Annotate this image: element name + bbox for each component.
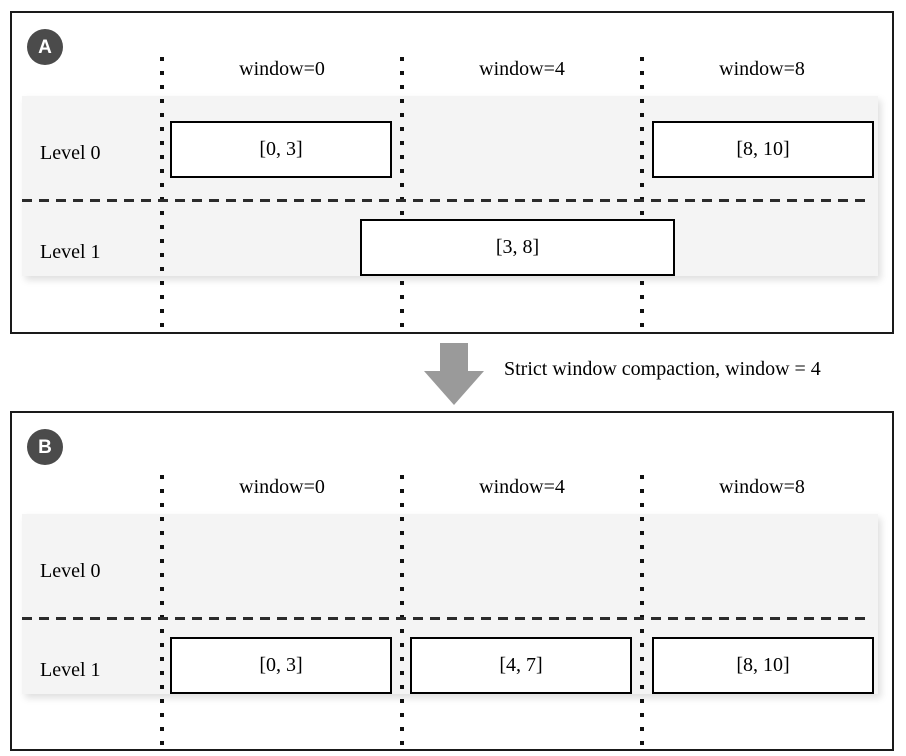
column-header-window-0: window=0 bbox=[239, 58, 325, 80]
column-header-window-0: window=0 bbox=[239, 476, 325, 498]
run-box[interactable]: [8, 10] bbox=[652, 637, 874, 694]
row-label-level-0: Level 0 bbox=[40, 142, 101, 164]
column-divider-0 bbox=[160, 57, 164, 329]
panel-b-badge: B bbox=[27, 429, 63, 465]
column-header-window-8: window=8 bbox=[719, 58, 805, 80]
down-arrow-icon bbox=[424, 343, 484, 405]
column-header-window-4: window=4 bbox=[479, 58, 565, 80]
arrow-head bbox=[424, 371, 484, 405]
panel-a: A window=0 window=4 window=8 Level 0 Lev… bbox=[10, 11, 894, 334]
arrow-shaft bbox=[440, 343, 468, 373]
row-label-level-0: Level 0 bbox=[40, 560, 101, 582]
column-divider-4 bbox=[400, 57, 404, 329]
run-box[interactable]: [0, 3] bbox=[170, 121, 392, 178]
column-header-window-4: window=4 bbox=[479, 476, 565, 498]
column-divider-0 bbox=[160, 475, 164, 747]
run-box[interactable]: [4, 7] bbox=[410, 637, 632, 694]
column-header-window-8: window=8 bbox=[719, 476, 805, 498]
column-divider-8 bbox=[640, 475, 644, 747]
panel-a-badge: A bbox=[27, 29, 63, 65]
level-divider bbox=[22, 617, 868, 620]
transition-label: Strict window compaction, window = 4 bbox=[504, 358, 821, 380]
column-divider-8 bbox=[640, 57, 644, 329]
row-label-level-1: Level 1 bbox=[40, 241, 101, 263]
level-divider bbox=[22, 199, 868, 202]
run-box[interactable]: [3, 8] bbox=[360, 219, 675, 276]
row-label-level-1: Level 1 bbox=[40, 659, 101, 681]
run-box[interactable]: [8, 10] bbox=[652, 121, 874, 178]
run-box[interactable]: [0, 3] bbox=[170, 637, 392, 694]
panel-b: B window=0 window=4 window=8 Level 0 Lev… bbox=[10, 411, 894, 751]
column-divider-4 bbox=[400, 475, 404, 747]
